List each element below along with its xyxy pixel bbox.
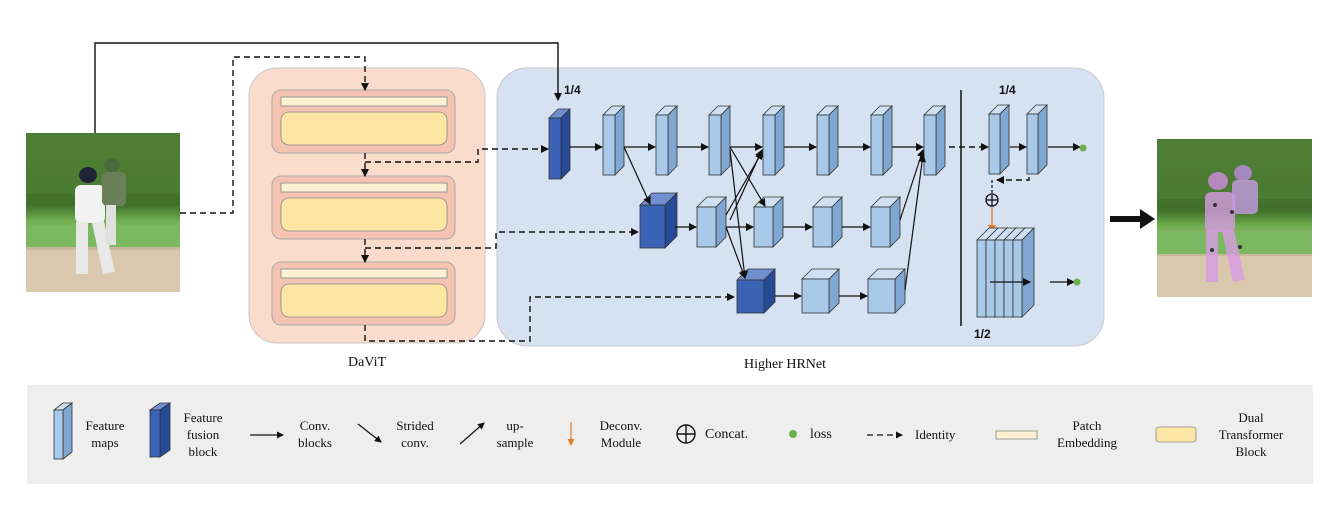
feature-map-mid-2 [753, 196, 784, 248]
feature-map-top-1 [602, 105, 625, 176]
output-image [1157, 139, 1312, 297]
legend-identity-label: Identity [915, 427, 956, 442]
legend-fusion-block-icon [148, 402, 172, 458]
legend-strided-arrow-icon [357, 423, 382, 443]
network-blocks [548, 104, 1048, 318]
scale-label-quarter-right: 1/4 [999, 83, 1016, 97]
network-arrows [570, 143, 1081, 300]
input-image [26, 133, 180, 292]
scale-label-quarter-top: 1/4 [564, 83, 581, 97]
legend-patch-embedding-label: Patch Embedding [1057, 418, 1117, 450]
fusion-block-bottom [736, 268, 776, 314]
feature-map-stack-5 [1012, 227, 1035, 318]
legend-upsample-arrow-icon [459, 422, 485, 445]
legend-conv-blocks-label: Conv. blocks [298, 418, 332, 450]
legend-concat-label: Concat. [705, 427, 749, 442]
feature-map-right-1 [988, 104, 1010, 175]
scale-label-half: 1/2 [974, 327, 991, 341]
dashed-connections [180, 56, 1030, 342]
legend-patch-embedding-icon [995, 430, 1038, 440]
legend-feature-map-icon [52, 402, 74, 460]
legend-dual-transformer-icon [1155, 426, 1197, 443]
hrnet-panel [496, 67, 1105, 347]
legend-fusion-block-label: Feature fusion block [183, 410, 223, 459]
loss-dot-half [1073, 278, 1081, 286]
legend-symbols [52, 402, 1197, 460]
legend: Feature maps Feature fusion block Conv. … [27, 385, 1313, 484]
davit-label: DaViT [348, 355, 386, 370]
feature-map-bottom-2 [867, 268, 906, 314]
feature-map-top-2 [655, 105, 678, 176]
output-arrow [1110, 209, 1155, 229]
davit-stage-3 [271, 261, 456, 326]
legend-loss-icon [789, 430, 797, 438]
feature-map-top-4 [762, 105, 785, 176]
legend-feature-maps-label: Feature maps [85, 418, 125, 450]
hrnet-label: Higher HRNet [744, 357, 826, 372]
legend-deconv-label: Deconv. Module [599, 418, 643, 450]
davit-stage-1 [271, 89, 456, 154]
concat-symbol [985, 193, 999, 207]
feature-map-bottom-1 [801, 268, 840, 314]
legend-upsample-label: up- sample [496, 418, 534, 450]
feature-map-mid-4 [870, 196, 901, 248]
loss-dot-quarter [1079, 144, 1087, 152]
feature-map-mid-1 [696, 196, 727, 248]
identity-connection-input [94, 42, 562, 133]
fusion-block-mid [639, 192, 678, 249]
feature-map-top-6 [870, 105, 893, 176]
feature-map-top-3 [708, 105, 731, 176]
legend-strided-conv-label: Strided conv. [396, 418, 434, 450]
fusion-block-top [548, 108, 571, 180]
legend-concat-icon [676, 424, 696, 444]
davit-stage-2 [271, 175, 456, 240]
feature-map-right-2 [1026, 104, 1048, 175]
feature-map-top-7 [923, 105, 946, 176]
feature-map-top-5 [816, 105, 839, 176]
legend-dual-transformer-label: Dual Transformer Block [1218, 410, 1284, 459]
legend-loss-label: loss [810, 427, 832, 442]
davit-panel [248, 67, 486, 344]
feature-map-mid-3 [812, 196, 843, 248]
